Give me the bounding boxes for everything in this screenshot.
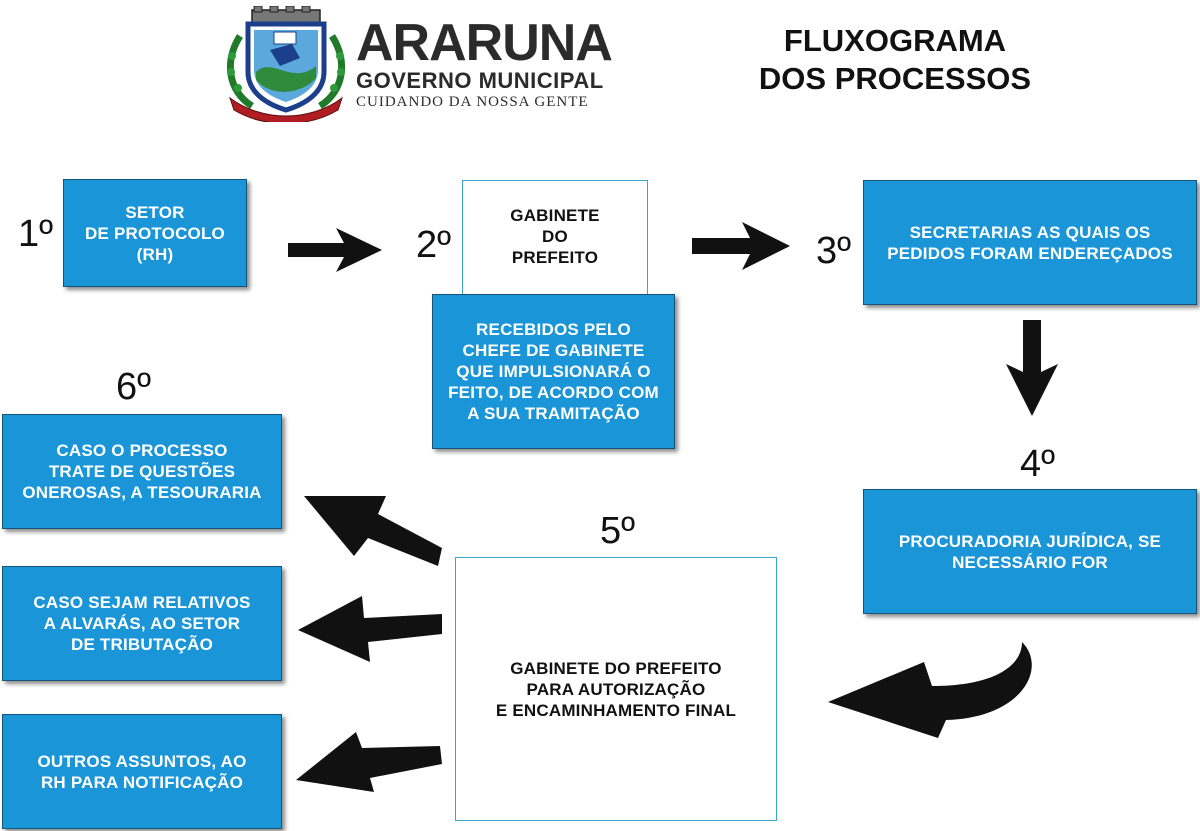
brand-block: ARARUNA GOVERNO MUNICIPAL CUIDANDO DA NO… [356,14,613,110]
box-gabinete-prefeito-text: GABINETE DO PREFEITO [510,206,600,267]
arrow-left-icon [296,732,442,792]
brand-subtitle: GOVERNO MUNICIPAL [356,68,604,93]
box-tributacao-text: CASO SEJAM RELATIVOS A ALVARÁS, AO SETOR… [33,593,251,654]
arrow-left-icon [298,596,442,662]
arrow-left-icon [304,496,442,566]
box-procuradoria: PROCURADORIA JURÍDICA, SE NECESSÁRIO FOR [863,489,1197,614]
box-setor-protocolo: SETOR DE PROTOCOLO (RH) [63,179,247,287]
box-recebidos-chefe: RECEBIDOS PELO CHEFE DE GABINETE QUE IMP… [432,294,675,449]
step-6-label: 6º [116,366,152,408]
step-2-label: 2º [416,224,452,266]
brand-name: ARARUNA [356,14,613,72]
box-tesouraria-text: CASO O PROCESSO TRATE DE QUESTÕES ONEROS… [22,441,262,502]
box-secretarias: SECRETARIAS AS QUAIS OS PEDIDOS FORAM EN… [863,180,1197,305]
box-gabinete-prefeito: GABINETE DO PREFEITO [462,180,648,302]
crest-logo [222,5,350,124]
box-setor-protocolo-text: SETOR DE PROTOCOLO (RH) [85,202,225,264]
box-tesouraria: CASO O PROCESSO TRATE DE QUESTÕES ONEROS… [2,414,282,529]
brand-tagline: CUIDANDO DA NOSSA GENTE [356,94,589,110]
box-rh-notificacao-text: OUTROS ASSUNTOS, AO RH PARA NOTIFICAÇÃO [37,751,247,792]
box-secretarias-text: SECRETARIAS AS QUAIS OS PEDIDOS FORAM EN… [887,222,1173,263]
box-recebidos-chefe-text: RECEBIDOS PELO CHEFE DE GABINETE QUE IMP… [448,320,659,423]
step-5-label: 5º [600,510,636,552]
box-gabinete-autorizacao: GABINETE DO PREFEITO PARA AUTORIZAÇÃO E … [455,557,777,821]
arrow-curved-left-icon [828,642,1032,738]
step-1-label: 1º [18,213,54,255]
box-procuradoria-text: PROCURADORIA JURÍDICA, SE NECESSÁRIO FOR [898,531,1162,572]
box-rh-notificacao: OUTROS ASSUNTOS, AO RH PARA NOTIFICAÇÃO [2,714,282,829]
box-tributacao: CASO SEJAM RELATIVOS A ALVARÁS, AO SETOR… [2,566,282,681]
page-title: FLUXOGRAMA DOS PROCESSOS [758,23,1032,96]
arrow-right-icon [288,228,382,272]
step-4-label: 4º [1020,443,1056,485]
step-3-label: 3º [816,230,852,272]
arrow-right-icon [692,222,790,270]
arrow-down-icon [1006,320,1058,416]
box-gabinete-autorizacao-text: GABINETE DO PREFEITO PARA AUTORIZAÇÃO E … [495,658,737,720]
